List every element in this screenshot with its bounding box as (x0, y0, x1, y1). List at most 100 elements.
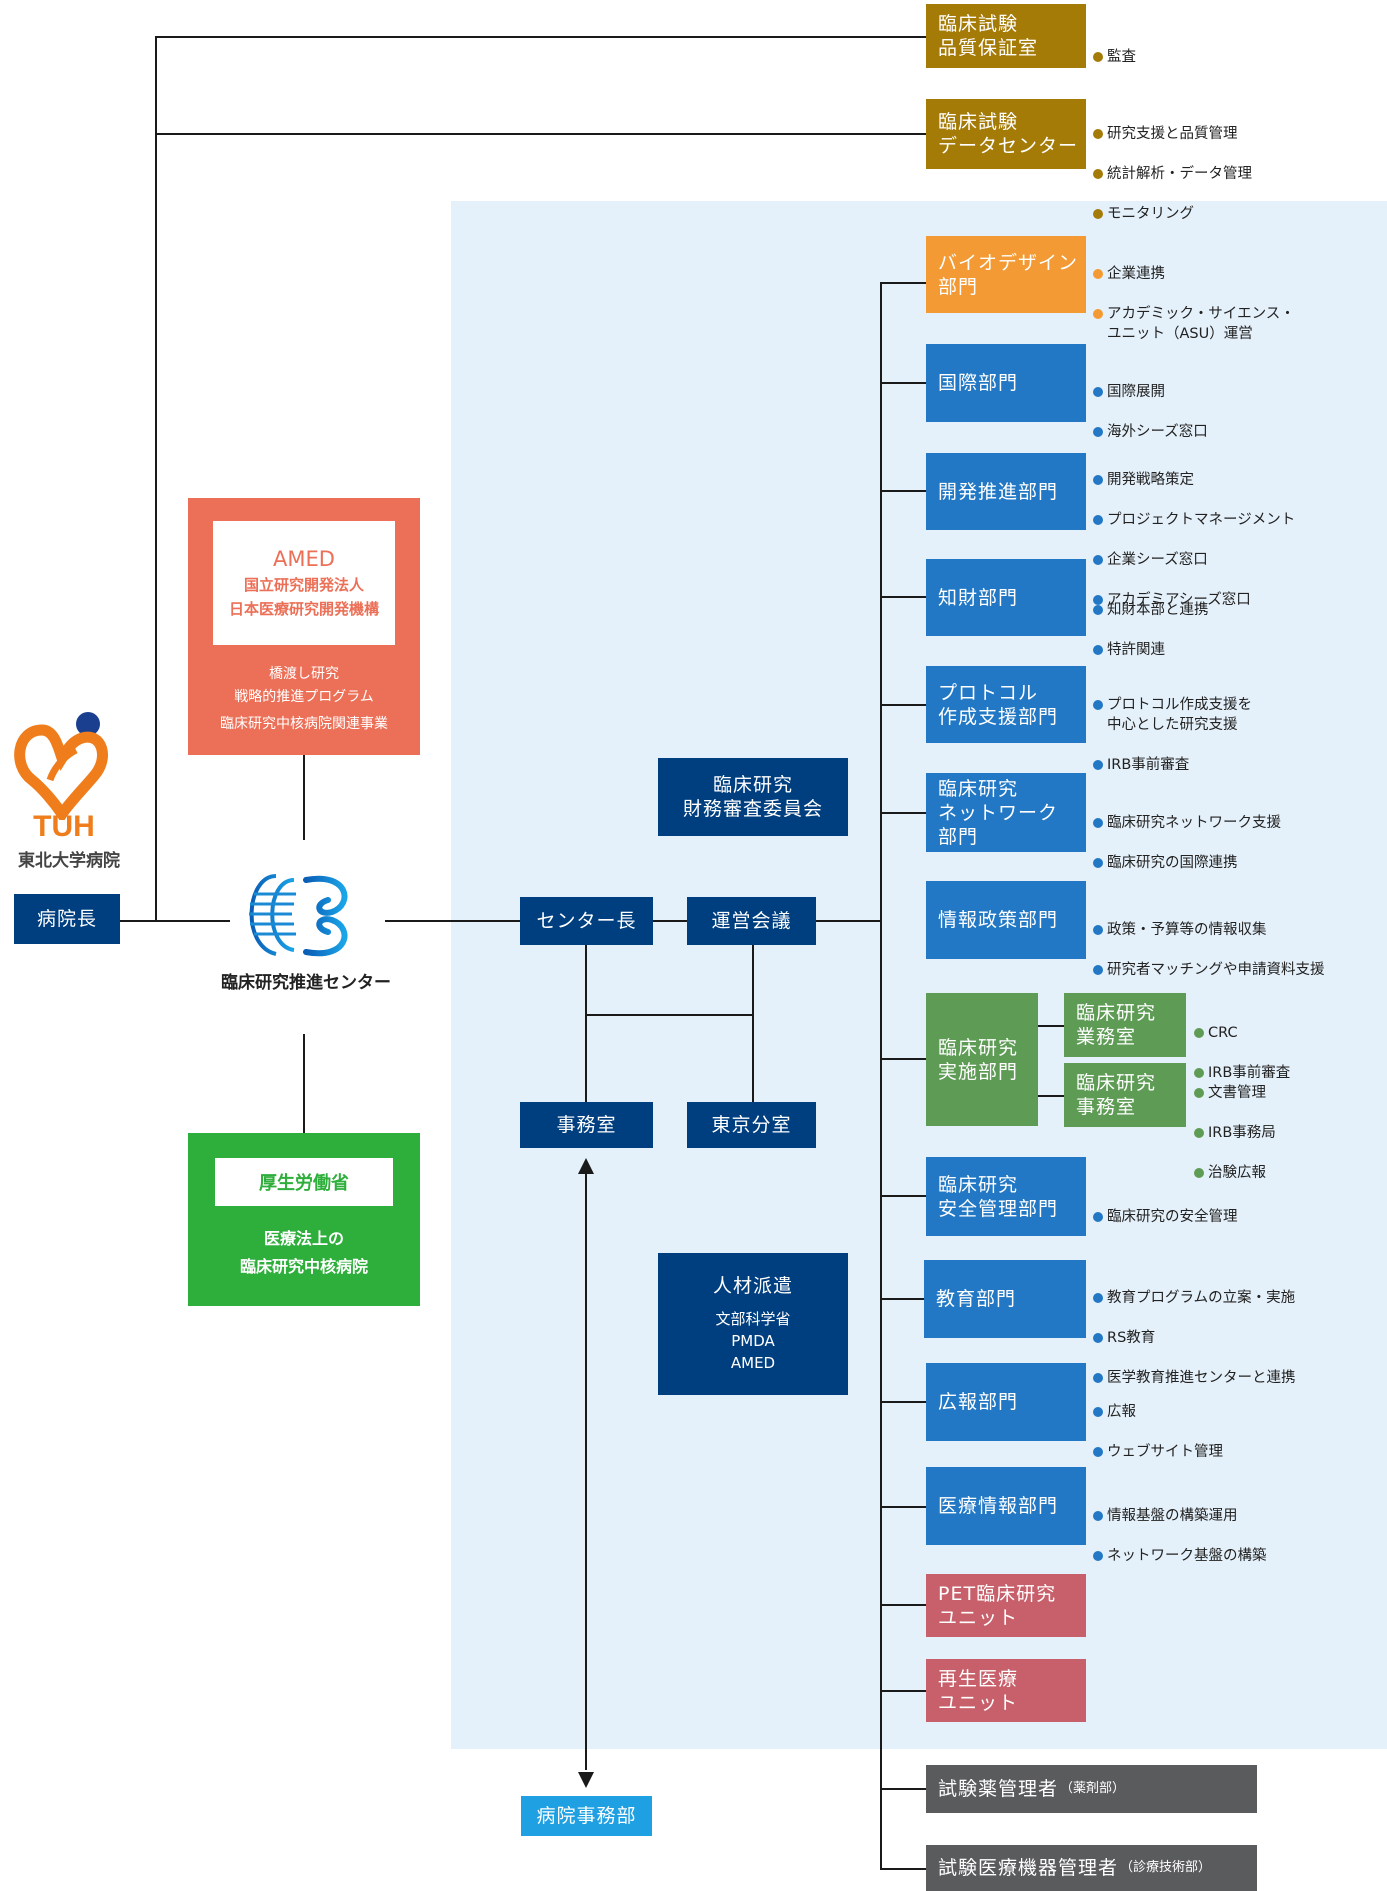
bullet-item: 文書管理 (1194, 1083, 1276, 1103)
connector (155, 133, 926, 135)
branch-tick (880, 812, 926, 814)
bullet-item: アカデミアシーズ窓口 (1093, 590, 1295, 610)
dept-label: 開発推進部門 (938, 480, 1059, 503)
dept-label: 臨床研究 実施部門 (938, 1036, 1019, 1083)
amed-title: AMED (273, 547, 335, 571)
manager-label: 試験薬管理者 (938, 1778, 1059, 1800)
unit-regenerative: 再生医療 ユニット (926, 1659, 1086, 1722)
bullet-item: IRB事前審査 (1093, 755, 1252, 775)
tokyo-branch-box: 東京分室 (687, 1102, 816, 1148)
top-unit-data-center-bullets: 研究支援と品質管理 統計解析・データ管理 モニタリング (1093, 104, 1252, 244)
logo-mark-text: TUH (33, 810, 95, 843)
subunit-label: 臨床研究 業務室 (1076, 1002, 1157, 1048)
office-box: 事務室 (520, 1102, 653, 1148)
connector (752, 945, 754, 1102)
connector (585, 945, 587, 1102)
branch-tick (880, 1298, 926, 1300)
dept-safety-bullets: 臨床研究の安全管理 (1093, 1187, 1238, 1247)
steering-committee-label: 運営会議 (711, 910, 792, 932)
center-logo-icon (249, 874, 348, 957)
dept-education-bullets: 教育プログラムの立案・実施 RS教育 医学教育推進センターと連携 (1093, 1268, 1296, 1408)
dept-medical-informatics: 医療情報部門 (926, 1467, 1086, 1545)
subunit-operations-bullets: CRC IRB事前審査 (1194, 1003, 1290, 1103)
bullet-item: 政策・予算等の情報収集 (1093, 920, 1325, 940)
dept-label: バイオデザイン 部門 (938, 251, 1079, 298)
branch-tick (880, 1401, 926, 1403)
bullet-item: 研究者マッチングや申請資料支援 (1093, 960, 1325, 980)
dept-education: 教育部門 (924, 1260, 1086, 1338)
branch-tick (880, 596, 926, 598)
manager-note: （薬剤部） (1060, 1781, 1126, 1796)
bullet-item: 広報 (1093, 1402, 1223, 1422)
amed-program-line1: 橋渡し研究 (269, 666, 339, 682)
bullet-item: 研究支援と品質管理 (1093, 124, 1252, 144)
steering-committee-box: 運営会議 (687, 897, 816, 945)
dept-medical-informatics-bullets: 情報基盤の構築運用 ネットワーク基盤の構築 (1093, 1486, 1267, 1586)
dept-ip: 知財部門 (926, 559, 1086, 636)
dept-network: 臨床研究 ネットワーク 部門 (926, 773, 1086, 852)
branch-tick (880, 490, 926, 492)
mhlw-title: 厚生労働省 (259, 1173, 349, 1194)
logo-name: 東北大学病院 (18, 851, 120, 871)
tuh-logo-mark-icon (14, 712, 108, 824)
connector (120, 920, 230, 922)
subunit-operations: 臨床研究 業務室 (1064, 993, 1186, 1057)
bullet-item: アカデミック・サイエンス・ ユニット（ASU）運営 (1093, 304, 1295, 344)
dept-network-bullets: 臨床研究ネットワーク支援 臨床研究の国際連携 (1093, 793, 1281, 893)
dept-biodesign-bullets: 企業連携 アカデミック・サイエンス・ ユニット（ASU）運営 (1093, 244, 1295, 364)
arrow-head-up-icon (578, 1158, 594, 1174)
bullet-item: 国際展開 (1093, 382, 1208, 402)
branch-tick (880, 1690, 926, 1692)
dept-label: 国際部門 (938, 372, 1019, 394)
staffing-title: 人材派遣 (712, 1275, 793, 1297)
subunit-label: 臨床研究 事務室 (1076, 1072, 1157, 1118)
bullet-item: IRB事前審査 (1194, 1063, 1290, 1083)
dept-public-relations: 広報部門 (926, 1363, 1086, 1441)
dept-international-bullets: 国際展開 海外シーズ窓口 (1093, 362, 1208, 462)
connector (1038, 1025, 1064, 1027)
bullet-item: 臨床研究の安全管理 (1093, 1207, 1238, 1227)
bullet-item: 統計解析・データ管理 (1093, 164, 1252, 184)
dept-information-policy: 情報政策部門 (926, 881, 1086, 959)
manager-label: 試験医療機器管理者 (938, 1857, 1119, 1879)
center-name: 臨床研究推進センター (221, 973, 391, 993)
dept-label: 臨床研究 ネットワーク 部門 (938, 777, 1059, 848)
dept-protocol: プロトコル 作成支援部門 (926, 666, 1086, 743)
amed-org-line2: 日本医療研究開発機構 (228, 600, 379, 618)
unit-label: 再生医療 ユニット (938, 1667, 1019, 1714)
dept-safety: 臨床研究 安全管理部門 (926, 1157, 1086, 1236)
bullet-item: 監査 (1093, 47, 1136, 67)
branch-tick (880, 704, 926, 706)
connector (1038, 1095, 1064, 1097)
branch-tick (880, 1506, 926, 1508)
bullet-item: モニタリング (1093, 204, 1252, 224)
dept-ip-bullets: 知財本部と連携 特許関連 (1093, 580, 1209, 680)
bullet-item: プロジェクトマネージメント (1093, 510, 1295, 530)
bullet-item: 教育プログラムの立案・実施 (1093, 1288, 1296, 1308)
bullet-item: IRB事務局 (1194, 1123, 1276, 1143)
branch-tick (880, 1058, 926, 1060)
finance-committee-box: 臨床研究 財務審査委員会 (658, 758, 848, 836)
office-label: 事務室 (556, 1114, 617, 1136)
finance-committee-label: 臨床研究 財務審査委員会 (682, 774, 823, 820)
manager-investigational-device: 試験医療機器管理者 （診療技術部） (926, 1845, 1257, 1891)
center-logo: 臨床研究推進センター (221, 866, 391, 996)
bullet-item: 情報基盤の構築運用 (1093, 1506, 1267, 1526)
unit-label: PET臨床研究 ユニット (938, 1582, 1057, 1629)
dept-implementation: 臨床研究 実施部門 (926, 993, 1038, 1126)
bullet-item: 臨床研究ネットワーク支援 (1093, 813, 1281, 833)
bullet-item: 知財本部と連携 (1093, 600, 1209, 620)
arrow-head-down-icon (578, 1772, 594, 1788)
bullet-item: ウェブサイト管理 (1093, 1442, 1223, 1462)
dept-label: 広報部門 (938, 1391, 1019, 1413)
staffing-line: 文部科学省 (715, 1310, 791, 1328)
bullet-item: 臨床研究の国際連携 (1093, 853, 1281, 873)
center-panel-background (451, 201, 1387, 1749)
top-unit-data-center: 臨床試験 データセンター (926, 99, 1086, 169)
dept-label: 知財部門 (938, 586, 1019, 609)
staffing-line: AMED (730, 1354, 776, 1372)
center-director-box: センター長 (520, 897, 653, 945)
dept-development-bullets: 開発戦略策定 プロジェクトマネージメント 企業シーズ窓口 アカデミアシーズ窓口 (1093, 450, 1295, 630)
dept-development: 開発推進部門 (926, 453, 1086, 530)
bullet-item: ネットワーク基盤の構築 (1093, 1546, 1267, 1566)
